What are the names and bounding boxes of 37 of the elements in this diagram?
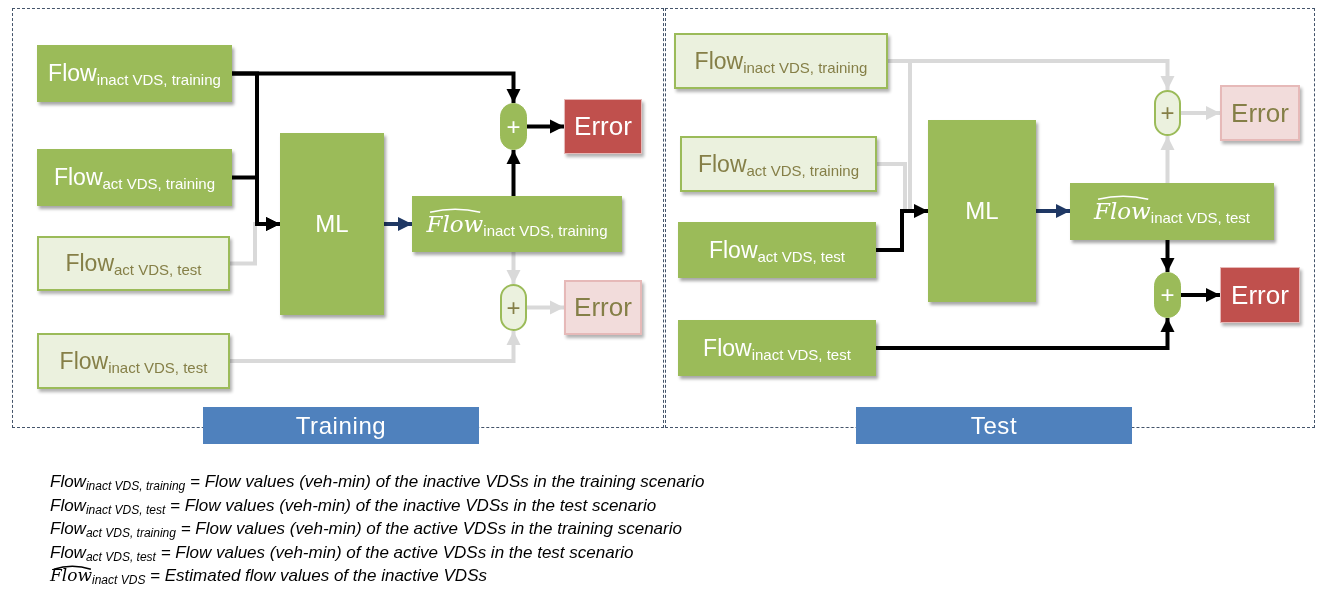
arrow [1036,203,1070,219]
definition-text: Flow$_{act VDS, training}$ = Flow values (veh-min) of the active VDSs in the training scenario [50,518,683,541]
input-box: Flow$_{act VDS, test}$ [37,236,230,291]
definition-text: Flow$_{inact VDS, training}$ = Flow values (veh-min) of the inactive VDSs in the training scenario [50,471,705,494]
definition-text: Flow$_{act VDS, test}$ = Flow values (veh-min) of the active VDSs in the test scenario [50,541,635,564]
input-box: Flow$_{act VDS, test}$ [678,222,876,278]
definition-text: Flow$_{inact VDS, test}$ = Flow values (veh-min) of the inactive VDSs in the test scenario [50,494,658,517]
arrow [1160,136,1175,183]
input-box: Flow$_{act VDS, training}$ [37,149,232,206]
arrow [876,318,1175,350]
input-box: Flow$_{act VDS, training}$ [680,136,877,192]
arrow [1181,105,1220,121]
error-box: Error [564,99,642,154]
arrow [876,203,928,252]
arrow [232,175,280,232]
model-box: ML [280,133,384,315]
input-box: Flow$_{inact VDS, test}$ [37,333,230,389]
arrow [527,300,564,315]
estimate-box: Flow$_{inact VDS, test}$ [1070,183,1274,240]
arrow [230,331,521,363]
error-box: Error [1220,85,1300,141]
section-label: Training [203,407,479,444]
arrow [1160,240,1175,272]
estimate-box: Flow$_{inact VDS, training}$ [412,196,622,252]
input-box: Flow$_{inact VDS, test}$ [678,320,876,376]
arrow [506,252,521,284]
model-box: ML [928,120,1036,302]
arrow [506,150,521,196]
error-box: Error [564,280,642,335]
arrow [527,119,564,134]
error-box: Error [1220,267,1300,323]
input-box: Flow$_{inact VDS, training}$ [674,33,888,89]
definition-text: Flow$_{inact VDS}$ = Estimated flow values of the inactive VDSs [50,564,488,588]
arrow [1181,287,1220,303]
arrow [384,216,412,232]
section-label: Test [856,407,1132,444]
input-box: Flow$_{inact VDS, training}$ [37,45,232,102]
